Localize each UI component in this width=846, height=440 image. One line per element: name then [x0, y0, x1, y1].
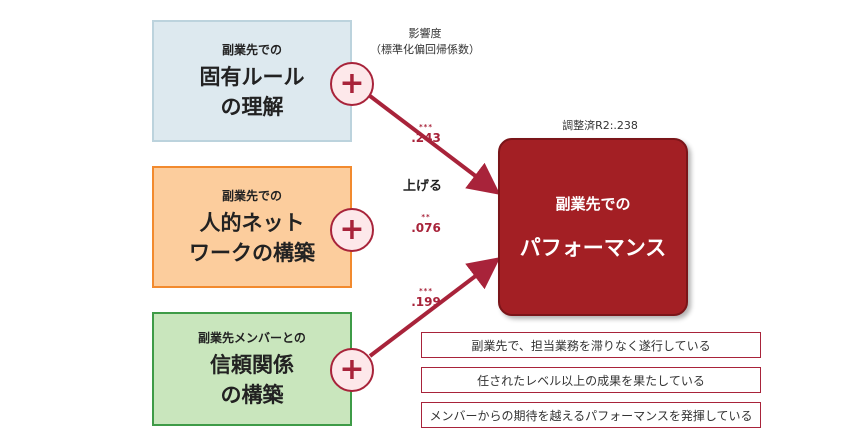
r2-label: 調整済R2:.238 [562, 119, 638, 132]
coefficient-value: .076 [411, 221, 441, 235]
predictor-prefix: 副業先での [221, 188, 282, 203]
predictor-title-line1: 固有ルール [199, 64, 305, 89]
plus-icon: + [330, 348, 374, 392]
predictor-title-line2: の構築 [220, 382, 284, 407]
predictor-box-network: 副業先での 人的ネット ワークの構築 [152, 166, 352, 288]
coefficient-network: ** .076 [406, 213, 446, 236]
outcome-box: 副業先での パフォーマンス [498, 138, 688, 316]
predictor-title-line2: の理解 [220, 94, 284, 119]
predictor-title-line1: 人的ネット [199, 210, 305, 235]
significance-stars: *** [419, 123, 433, 131]
predictor-box-trust: 副業先メンバーとの 信頼関係 の構築 [152, 312, 352, 426]
coefficient-value: .199 [411, 295, 441, 309]
coefficient-rules: *** .243 [406, 123, 446, 146]
influence-label-line1: 影響度 [408, 27, 442, 40]
influence-label: 影響度 （標準化偏回帰係数） [360, 26, 490, 58]
coefficient-value: .243 [411, 131, 441, 145]
influence-label-line2: （標準化偏回帰係数） [370, 43, 480, 56]
plus-icon: + [330, 208, 374, 252]
predictor-title-line2: ワークの構築 [189, 240, 315, 265]
predictor-prefix: 副業先メンバーとの [198, 330, 306, 345]
outcome-prefix: 副業先での [555, 194, 631, 213]
raise-label: 上げる [403, 179, 443, 194]
arrow-1 [368, 94, 501, 195]
measure-item: 副業先で、担当業務を滞りなく遂行している [421, 332, 761, 358]
coefficient-trust: *** .199 [406, 287, 446, 310]
measure-item: メンバーからの期待を越えるパフォーマンスを発揮している [421, 402, 761, 428]
measure-item: 任されたレベル以上の成果を果たしている [421, 367, 761, 393]
predictor-title-line1: 信頼関係 [210, 352, 294, 377]
plus-icon: + [330, 62, 374, 106]
predictor-prefix: 副業先での [221, 42, 282, 57]
significance-stars: *** [419, 287, 433, 295]
outcome-title: パフォーマンス [519, 235, 667, 260]
significance-stars: ** [421, 213, 431, 221]
predictor-box-rules: 副業先での 固有ルール の理解 [152, 20, 352, 142]
arrow-3 [368, 257, 501, 358]
